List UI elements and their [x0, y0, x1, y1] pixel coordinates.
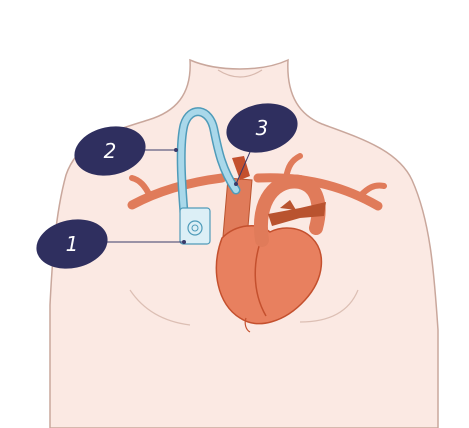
- leader-dot-1: [182, 240, 186, 244]
- callout-3-label: 3: [256, 116, 269, 140]
- leader-dot-3: [234, 182, 238, 186]
- implanted-port: [180, 208, 210, 244]
- leader-dot-2: [174, 148, 178, 152]
- callout-1-label: 1: [66, 232, 79, 256]
- callout-2-label: 2: [104, 139, 117, 163]
